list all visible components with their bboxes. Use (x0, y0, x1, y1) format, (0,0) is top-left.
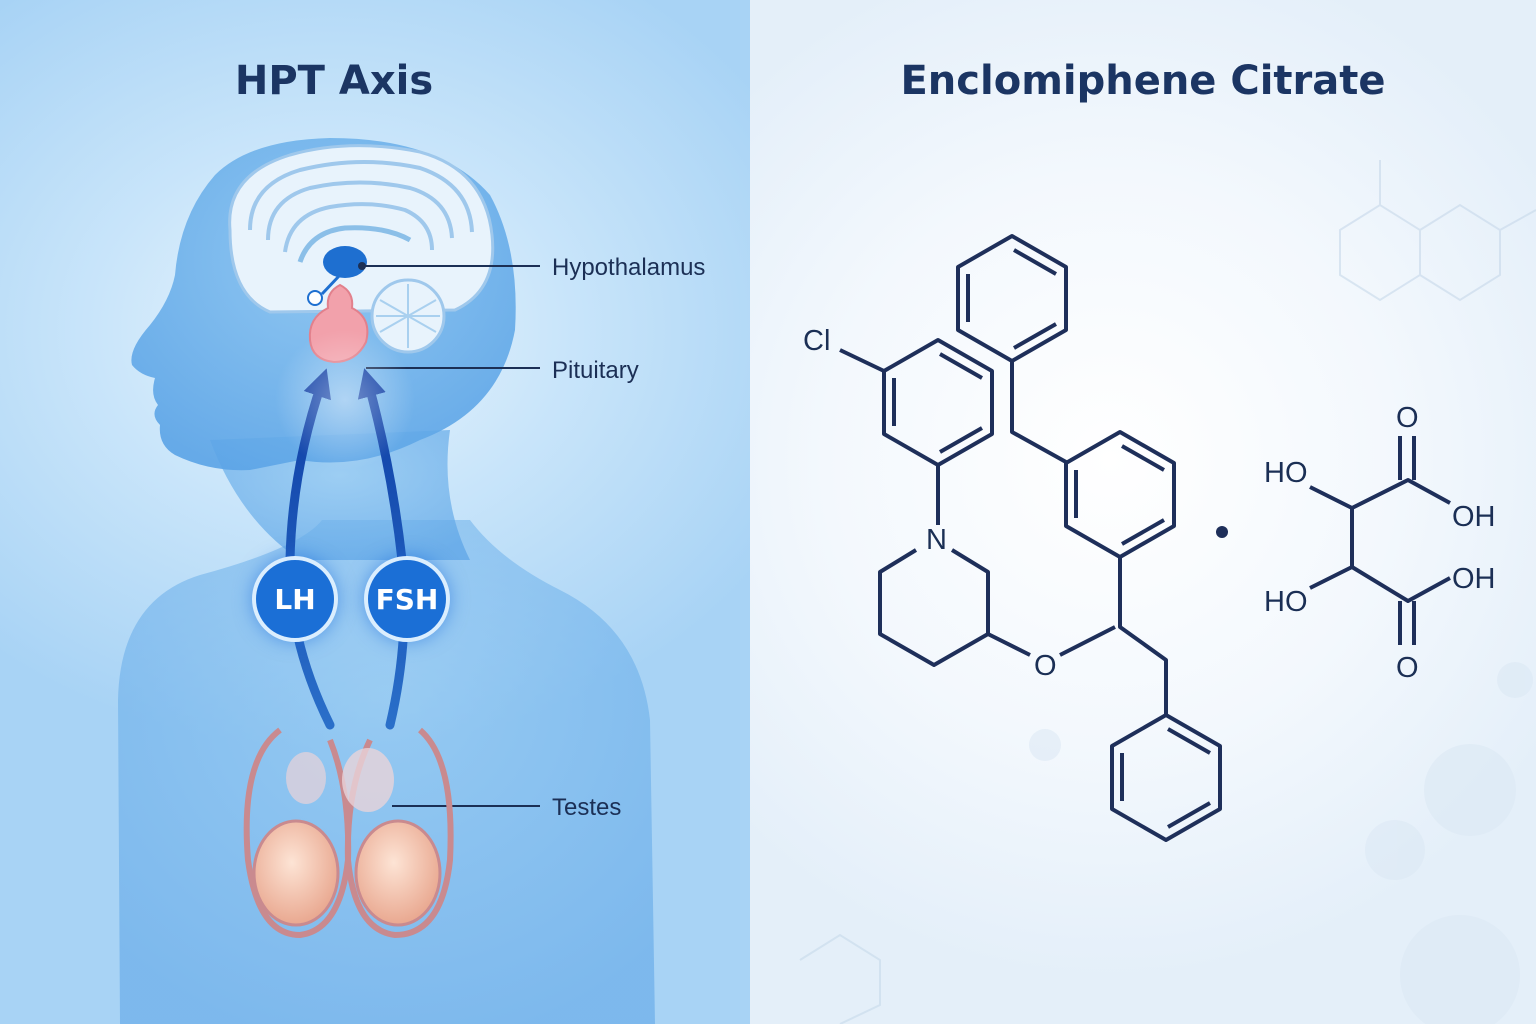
enclomiphene-skeleton (839, 234, 1222, 842)
lh-badge: LH (252, 556, 338, 642)
hpt-axis-title: HPT Axis (234, 58, 434, 104)
enclomiphene-citrate-title: Enclomiphene Citrate (900, 58, 1386, 104)
background-molecule-pattern (799, 160, 1536, 1024)
atom-oh-bottom: OH (1452, 563, 1496, 595)
fsh-badge: FSH (364, 556, 450, 642)
testes (243, 727, 454, 939)
testes-label: Testes (552, 794, 622, 821)
hypothalamus-label: Hypothalamus (552, 254, 706, 281)
pituitary-label: Pituitary (552, 357, 639, 384)
structure-diagram (799, 160, 1536, 1024)
background-bubbles (1029, 662, 1533, 1024)
atom-ho-bottom: HO (1264, 586, 1308, 618)
atom-carbonyl-oxygen-top: O (1396, 402, 1419, 434)
chemical-structure-panel: Enclomiphene Citrate Cl N O HO HO OH OH … (750, 0, 1536, 1024)
salt-separator-dot (1216, 526, 1228, 538)
anatomy-illustration (118, 138, 655, 1024)
acid-skeleton (1309, 436, 1451, 645)
atom-oh-top: OH (1452, 501, 1496, 533)
atom-ether-oxygen: O (1034, 650, 1057, 682)
atom-carbonyl-oxygen-bottom: O (1396, 652, 1419, 684)
atom-nitrogen: N (926, 524, 947, 556)
hpt-axis-panel: HPT Axis Hypothalamus Pituitary Testes L… (0, 0, 750, 1024)
atom-chlorine: Cl (803, 325, 831, 357)
brain (228, 144, 495, 364)
atom-ho-top: HO (1264, 457, 1308, 489)
